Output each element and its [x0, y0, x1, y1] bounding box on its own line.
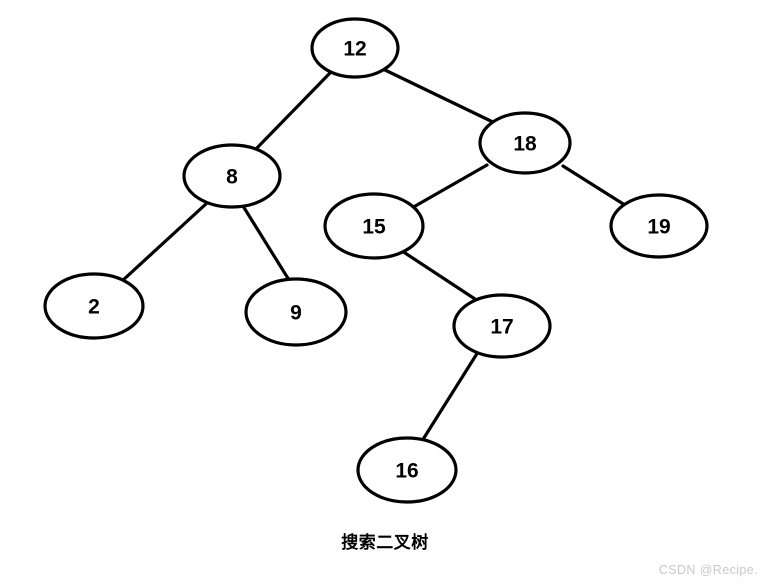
- node-ellipse-15: [323, 192, 425, 260]
- tree-edge-18-19: [561, 164, 630, 209]
- node-ellipse-12: [310, 17, 400, 79]
- node-label-8: 8: [226, 166, 238, 189]
- node-label-17: 17: [490, 316, 513, 339]
- tree-node-16[interactable]: 16: [356, 436, 458, 504]
- node-label-12: 12: [343, 38, 366, 61]
- edges-layer: [120, 68, 630, 443]
- tree-node-12[interactable]: 12: [310, 17, 400, 79]
- tree-edge-8-2: [120, 201, 209, 283]
- tree-edge-12-18: [383, 68, 499, 126]
- node-ellipse-17: [452, 293, 552, 359]
- node-ellipse-19: [609, 193, 709, 259]
- node-ellipse-8: [182, 143, 282, 209]
- tree-edge-12-8: [253, 71, 332, 152]
- tree-node-18[interactable]: 18: [478, 111, 572, 175]
- node-ellipse-2: [43, 272, 145, 340]
- tree-node-8[interactable]: 8: [182, 143, 282, 209]
- nodes-layer: 12 8 18 2 9 15 19 17 16: [43, 17, 709, 504]
- node-ellipse-16: [356, 436, 458, 504]
- node-ellipse-9: [244, 277, 348, 347]
- tree-node-9[interactable]: 9: [244, 277, 348, 347]
- node-label-18: 18: [513, 133, 537, 156]
- tree-edge-15-17: [400, 249, 480, 303]
- tree-edge-18-15: [408, 163, 489, 211]
- tree-node-15[interactable]: 15: [323, 192, 425, 260]
- node-label-15: 15: [362, 216, 386, 239]
- tree-edge-8-9: [241, 204, 291, 282]
- node-label-2: 2: [88, 296, 100, 319]
- tree-node-17[interactable]: 17: [452, 293, 552, 359]
- diagram-caption: 搜索二叉树: [341, 533, 429, 553]
- node-label-9: 9: [290, 302, 302, 325]
- node-ellipse-18: [478, 111, 572, 175]
- tree-node-19[interactable]: 19: [609, 193, 709, 259]
- node-label-19: 19: [647, 216, 670, 239]
- tree-edge-17-16: [420, 350, 480, 443]
- csdn-watermark: CSDN @Recipe.: [658, 563, 758, 577]
- tree-node-2[interactable]: 2: [43, 272, 145, 340]
- node-label-16: 16: [395, 460, 418, 483]
